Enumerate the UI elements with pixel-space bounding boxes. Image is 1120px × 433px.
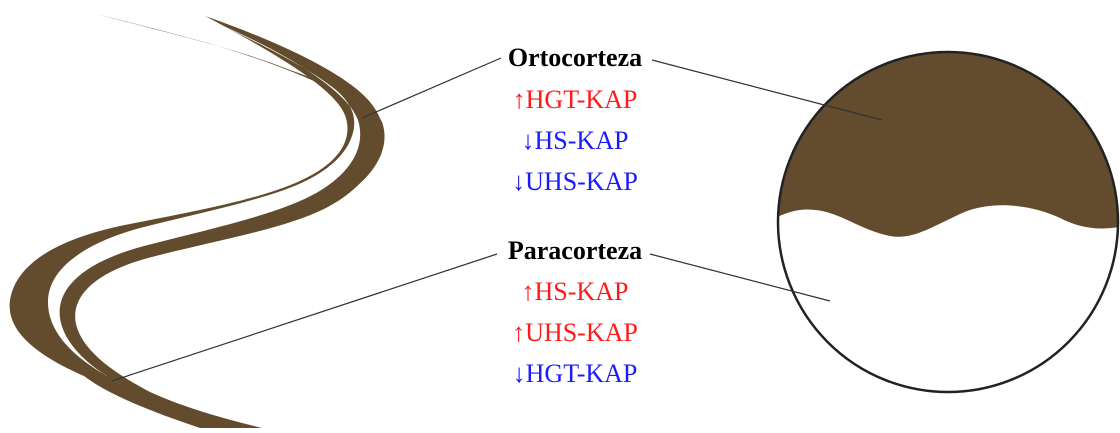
para-item-2: ↑UHS-KAP: [512, 318, 638, 347]
cross-section-outline: [776, 50, 1120, 394]
ortho-leader-right: [651, 59, 883, 121]
para-leader-left: [111, 253, 498, 382]
ortho-item-2: ↓HS-KAP: [521, 126, 629, 155]
fiber-cross-section: [776, 50, 1120, 394]
fiber-longitudinal: [9, 14, 385, 428]
ortho-leader-left: [361, 57, 502, 119]
para-item-3: ↓HGT-KAP: [512, 359, 638, 388]
leader-lines: [111, 57, 883, 382]
para-item-1: ↑HS-KAP: [521, 277, 629, 306]
ortho-region: [778, 52, 1118, 237]
para-leader-right: [649, 253, 831, 302]
ortho-title: Ortocorteza: [507, 43, 643, 72]
ortho-item-1: ↑HGT-KAP: [512, 85, 638, 114]
para-title: Paracorteza: [507, 236, 643, 265]
ortho-item-3: ↓UHS-KAP: [512, 167, 638, 196]
